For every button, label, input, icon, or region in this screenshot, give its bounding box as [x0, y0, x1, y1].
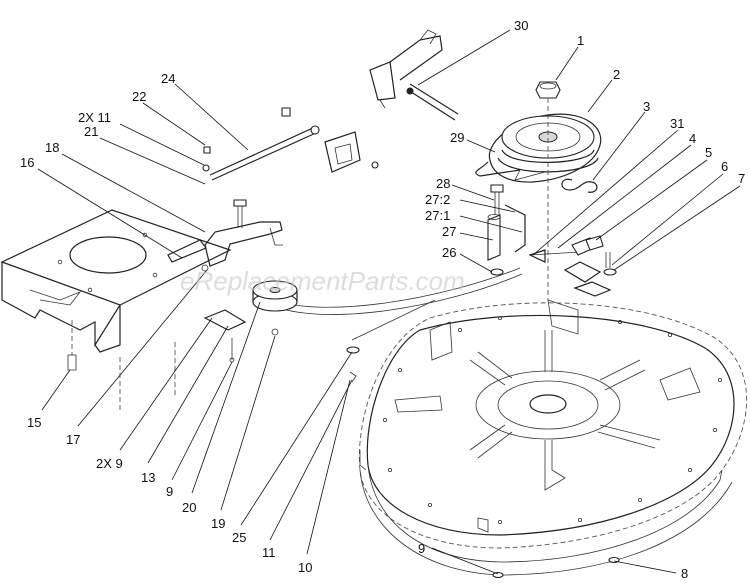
callout-24: 24: [161, 71, 175, 86]
callout-4: 4: [689, 131, 696, 146]
callout-8: 8: [681, 566, 688, 581]
idler-arm: [167, 146, 283, 272]
callout-1: 1: [577, 33, 584, 48]
callout-17: 17: [66, 432, 80, 447]
callout-28: 28: [436, 176, 450, 191]
control-linkage: [369, 29, 459, 121]
callout-29: 29: [450, 130, 464, 145]
callout-labels: 30 1 2 24 22 2X 11 21 18 16 29 3 31 4 5 …: [20, 18, 745, 581]
callout-2: 2: [613, 67, 620, 82]
tension-parts: [487, 184, 617, 297]
mower-deck: [358, 299, 747, 576]
callout-15: 15: [27, 415, 41, 430]
deck-spider-hub: [394, 299, 701, 491]
callout-19: 19: [211, 516, 225, 531]
callout-3: 3: [643, 99, 650, 114]
callout-10: 10: [298, 560, 312, 575]
spring-part: [561, 178, 598, 193]
callout-9a: 9: [166, 484, 173, 499]
idler-pulley: [252, 280, 298, 336]
callout-2x9: 2X 9: [96, 456, 123, 471]
watermark: eReplacementParts.com: [180, 266, 465, 296]
callout-27-1: 27:1: [425, 208, 450, 223]
callout-21: 21: [84, 124, 98, 139]
leader-lines: [37, 29, 741, 575]
callout-5: 5: [705, 145, 712, 160]
callout-22: 22: [132, 89, 146, 104]
small-hardware: [346, 346, 620, 579]
engine-pulley: [475, 113, 602, 183]
callout-7: 7: [738, 171, 745, 186]
callout-27: 27: [442, 224, 456, 239]
callout-27-2: 27:2: [425, 192, 450, 207]
callout-30: 30: [514, 18, 528, 33]
arm-bracket: [203, 309, 247, 363]
pulley-nut: [535, 81, 561, 99]
mounting-plate: [0, 209, 232, 371]
callout-31: 31: [670, 116, 684, 131]
deck-rivets: [382, 315, 723, 525]
callout-25: 25: [232, 530, 246, 545]
plate-guide-lines: [119, 340, 176, 410]
callout-13: 13: [141, 470, 155, 485]
callout-26: 26: [442, 245, 456, 260]
callout-9b: 9: [418, 541, 425, 556]
callout-6: 6: [721, 159, 728, 174]
callout-18: 18: [45, 140, 59, 155]
callout-16: 16: [20, 155, 34, 170]
callout-11: 11: [262, 545, 276, 560]
callout-2x11: 2X 11: [78, 110, 111, 125]
control-rod: [209, 107, 379, 181]
callout-20: 20: [182, 500, 196, 515]
